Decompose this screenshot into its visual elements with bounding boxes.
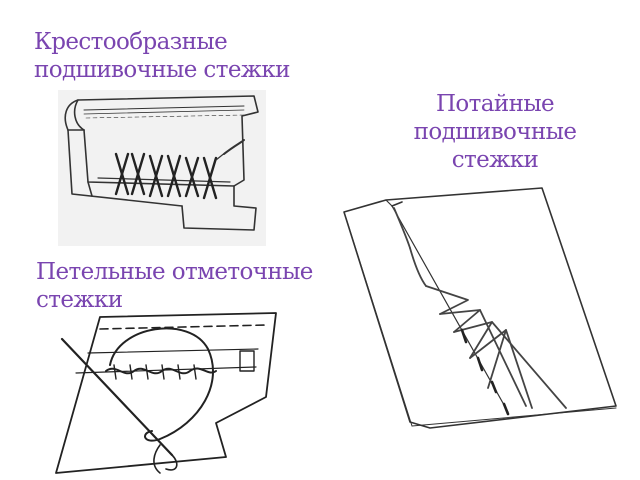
cross-stitch-title-line1: Крестообразные: [34, 29, 228, 55]
cross-stitch-title: Крестообразные подшивочные стежки: [34, 28, 290, 84]
blind-stitch-title-line3: стежки: [451, 147, 539, 173]
blind-stitch-title-line2: подшивочные: [413, 119, 577, 145]
buttonhole-stitch-title-line1: Петельные отметочные: [36, 259, 313, 285]
blind-stitch-illustration: [330, 182, 620, 432]
buttonhole-stitch-title-line2: стежки: [36, 287, 123, 313]
blind-stitch-title-line1: Потайные: [435, 91, 555, 117]
buttonhole-stitch-illustration: [40, 305, 285, 480]
buttonhole-stitch-title: Петельные отметочные стежки: [36, 258, 313, 314]
cross-stitch-title-line2: подшивочные стежки: [34, 57, 290, 83]
blind-stitch-title: Потайные подшивочные стежки: [410, 90, 580, 174]
cross-stitch-illustration: [58, 90, 266, 246]
